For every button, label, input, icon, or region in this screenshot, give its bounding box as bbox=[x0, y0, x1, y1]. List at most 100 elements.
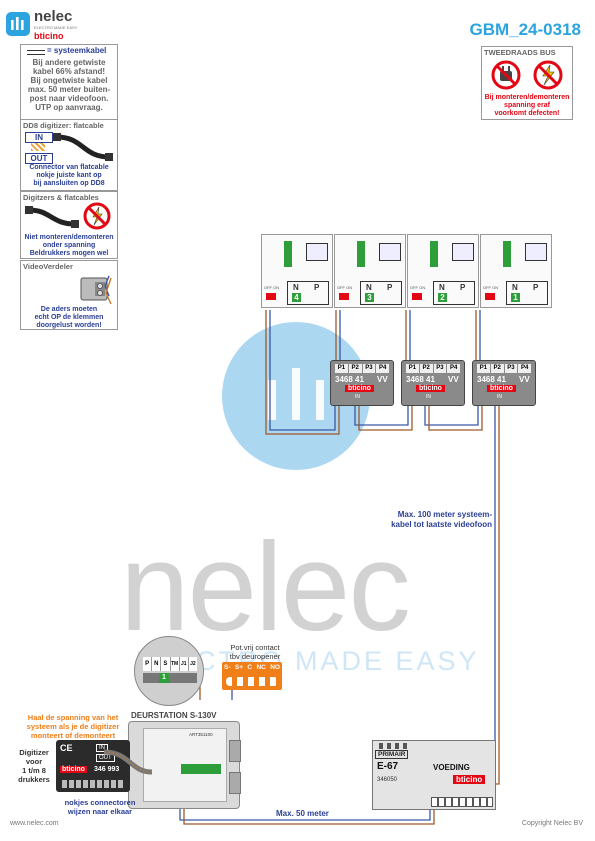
note-digitizers-body: Niet monteren/demonteren onder spanning … bbox=[21, 234, 117, 258]
note-line: kabel 66% afstand! bbox=[32, 67, 106, 76]
digitizer-module: CE IN OUT bticino 346 993 bbox=[56, 740, 130, 792]
screen-icon bbox=[525, 243, 547, 261]
note-line: Beldrukkers mogen wel bbox=[29, 250, 109, 257]
warning-line: monteert of demonteert bbox=[30, 731, 116, 740]
door-mount-clip bbox=[229, 740, 241, 762]
no-live-work-icon bbox=[83, 202, 111, 230]
port-label: P1 bbox=[477, 364, 490, 373]
screen-icon bbox=[306, 243, 328, 261]
distributor-row: P1 P2 P3 P4 3468 41 VV bticino IN P1 P2 … bbox=[330, 360, 536, 406]
dd8-connector bbox=[31, 143, 45, 151]
digitizer-in: IN bbox=[96, 744, 108, 752]
note-line: De aders moeten bbox=[40, 306, 98, 313]
brand-tagline: ELECTRO MADE EASY bbox=[34, 25, 78, 30]
relay-label: S- bbox=[224, 664, 231, 671]
digitizer-warning: Haal de spanning van het systeem als je … bbox=[18, 713, 128, 740]
pcb-label: ART351100 bbox=[189, 732, 213, 737]
port-label: P4 bbox=[447, 364, 460, 373]
distributor-vv: VV bbox=[377, 375, 388, 384]
cable-brown bbox=[460, 405, 500, 785]
note-videoverdeler-heading: VideoVerdeler bbox=[23, 262, 73, 271]
bus-terminal bbox=[430, 241, 438, 267]
terminal-label: N bbox=[152, 657, 162, 671]
port-strip: P1 P2 P3 P4 bbox=[477, 364, 531, 373]
warning-line: Haal de spanning van het bbox=[27, 713, 119, 722]
digitizer-terminals bbox=[62, 780, 124, 788]
p-label: P bbox=[460, 283, 466, 292]
contact-note-line: tbv deuropener bbox=[229, 652, 281, 661]
note-line: Niet monteren/demonteren bbox=[24, 234, 114, 241]
brand-logo: nelec ELECTRO MADE EASY bticino bbox=[6, 8, 106, 42]
np-block: N P 2 bbox=[433, 281, 475, 305]
note-line: Bij andere getwiste bbox=[32, 58, 106, 67]
port-label: P1 bbox=[406, 364, 419, 373]
no-plug-icon bbox=[491, 60, 521, 90]
distributor-vv: VV bbox=[519, 375, 530, 384]
flatcable-icon bbox=[25, 206, 79, 228]
n-label: N bbox=[366, 283, 372, 292]
videophone-2: OFF ON N P 2 bbox=[407, 234, 479, 308]
brand-sub: bticino bbox=[34, 31, 64, 41]
np-block: N P 1 bbox=[506, 281, 548, 305]
digitizer-bottom-note: nokjes connectoren wijzen naar elkaar bbox=[50, 798, 150, 816]
note-bus: TWEEDRAADS BUS Bij monteren/demonteren s… bbox=[481, 46, 573, 120]
supply-brand: bticino bbox=[453, 775, 486, 784]
port-strip: P1 P2 P3 P4 bbox=[335, 364, 389, 373]
footer-website[interactable]: www.nelec.com bbox=[10, 820, 59, 827]
phone-number-badge: 2 bbox=[438, 293, 447, 302]
cable-note-50: Max. 50 meter bbox=[276, 809, 329, 818]
terminal-chip: 1 bbox=[159, 673, 169, 683]
door-mount-clip bbox=[229, 772, 241, 794]
supply-model: 346050 bbox=[377, 777, 398, 783]
note-videoverdeler-body: De aders moeten echt OP de klemmen doorg… bbox=[21, 306, 117, 330]
phone-number-badge: 4 bbox=[292, 293, 301, 302]
distributor-in: IN bbox=[426, 394, 431, 400]
relay-label: C bbox=[247, 664, 253, 671]
relay-label: S+ bbox=[234, 664, 244, 671]
terminal-zoom: P N S TM J1 J2 1 bbox=[134, 636, 204, 706]
phone-number-badge: 3 bbox=[365, 293, 374, 302]
terminal-label: J2 bbox=[190, 661, 196, 667]
cable-symbol bbox=[27, 50, 45, 55]
cable-blue bbox=[456, 405, 496, 781]
distributor-in: IN bbox=[497, 394, 502, 400]
port-label: P2 bbox=[490, 364, 504, 373]
term-label: OFF ON bbox=[410, 285, 426, 290]
terminal-block-icon bbox=[80, 275, 112, 304]
side-line: drukkers bbox=[18, 775, 50, 784]
terminal-strip: P N S TM J1 J2 bbox=[143, 657, 197, 671]
no-live-work-icon bbox=[533, 60, 563, 90]
cable-blue bbox=[269, 310, 336, 431]
relay-screws bbox=[226, 677, 278, 686]
p-label: P bbox=[314, 283, 320, 292]
p-label: P bbox=[533, 283, 539, 292]
terminal-label: J1 bbox=[180, 657, 189, 671]
side-line: Digitizer bbox=[19, 748, 49, 757]
note-systemcable-body: Bij andere getwiste kabel 66% afstand! B… bbox=[21, 58, 117, 112]
note-line: onder spanning bbox=[42, 242, 96, 249]
distributor-brand: bticino bbox=[487, 385, 516, 392]
relay-terminal-labels: S- S+ C NC NO bbox=[224, 664, 280, 671]
bottom-note-line: wijzen naar elkaar bbox=[67, 807, 133, 816]
videophone-row: OFF ON N P 4 OFF ON N P 3 OFF ON N P 2 bbox=[261, 234, 552, 308]
dd8-out-label: OUT bbox=[25, 153, 53, 164]
term-label: OFF ON bbox=[337, 285, 353, 290]
distributor-model: 3468 41 bbox=[477, 375, 506, 384]
note-systemcable-heading: = systeemkabel bbox=[47, 46, 107, 55]
note-line: max. 50 meter buiten- bbox=[27, 85, 111, 94]
port-label: P2 bbox=[419, 364, 433, 373]
supply-bottom-terminals bbox=[431, 797, 493, 807]
bus-terminal bbox=[357, 241, 365, 267]
bus-terminal bbox=[284, 241, 292, 267]
port-label: P3 bbox=[362, 364, 376, 373]
n-label: N bbox=[439, 283, 445, 292]
phone-number-badge: 1 bbox=[511, 293, 520, 302]
dd8-in-label: IN bbox=[25, 132, 53, 143]
term-switch bbox=[485, 293, 495, 300]
side-line: 1 t/m 8 bbox=[22, 766, 46, 775]
note-dd8-body: Connector van flatcable nokje juiste kan… bbox=[21, 164, 117, 188]
port-label: P3 bbox=[504, 364, 518, 373]
cable-brown bbox=[358, 405, 413, 431]
relay-terminal-block: S- S+ C NC NO bbox=[222, 662, 282, 690]
digitizer-flatcable-icon bbox=[103, 749, 153, 775]
